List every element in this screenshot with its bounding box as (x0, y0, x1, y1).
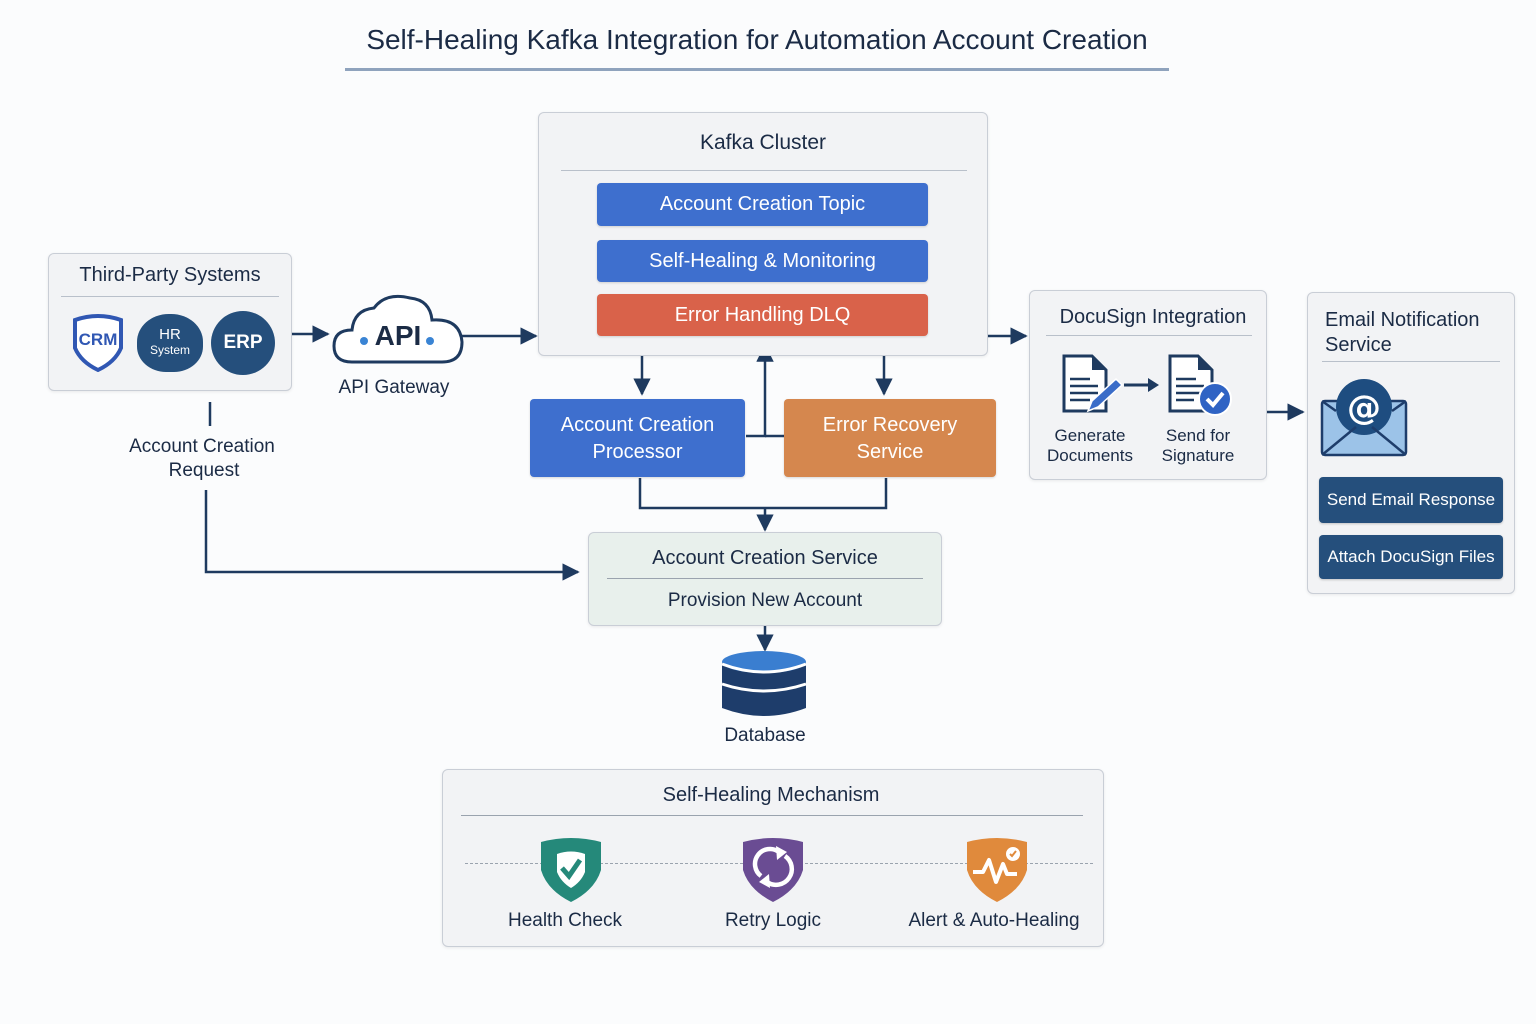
error-recovery-service[interactable]: Error Recovery Service (784, 399, 996, 477)
title-underline (345, 68, 1169, 71)
step-generate-line2: Documents (1047, 446, 1133, 465)
request-label-line2: Request (168, 460, 240, 481)
email-title-line2: Service (1325, 334, 1392, 356)
database-label: Database (724, 725, 806, 746)
arrow-request-to-service (204, 490, 580, 581)
alert-auto-healing-label: Alert & Auto-Healing (908, 910, 1080, 931)
step-arrow-icon (1124, 378, 1159, 392)
account-service-subtitle: Provision New Account (667, 590, 863, 611)
merge-line (638, 478, 888, 510)
third-party-divider (61, 296, 279, 297)
document-check-icon (1166, 353, 1236, 417)
api-gateway-label: API Gateway (338, 377, 450, 398)
self-healing-title: Self-Healing Mechanism (662, 784, 880, 806)
erp-circle-icon[interactable]: ERP (211, 311, 275, 375)
kafka-topic-self-healing[interactable]: Self-Healing & Monitoring (597, 240, 928, 282)
third-party-title: Third-Party Systems (79, 264, 261, 286)
self-healing-divider (461, 815, 1083, 816)
attach-docusign-files-button[interactable]: Attach DocuSign Files (1319, 535, 1503, 579)
arrow-feedback-to-kafka (746, 344, 774, 438)
processor-line2: Processor (592, 441, 683, 463)
kafka-divider (561, 170, 967, 171)
send-email-response-button[interactable]: Send Email Response (1319, 477, 1503, 523)
recovery-line2: Service (856, 441, 924, 463)
self-healing-mechanism-panel[interactable]: Self-Healing Mechanism Health Check Retr… (442, 769, 1104, 947)
hr-system-icon[interactable]: HR System (137, 314, 203, 372)
hr-label: HR (159, 326, 181, 343)
email-notification-panel[interactable]: Email Notification Service @ Send Email … (1307, 292, 1515, 594)
retry-icon (739, 834, 807, 904)
email-divider (1322, 361, 1500, 362)
alert-pulse-icon (963, 834, 1031, 904)
retry-logic-label: Retry Logic (724, 910, 822, 931)
erp-label: ERP (223, 332, 263, 353)
diagram-title: Self-Healing Kafka Integration for Autom… (366, 24, 1148, 55)
step-generate-line1: Generate (1054, 426, 1126, 445)
docusign-divider (1046, 335, 1252, 336)
account-creation-service-panel[interactable]: Account Creation Service Provision New A… (588, 532, 942, 626)
database-icon[interactable] (720, 650, 808, 720)
step-sign-line1: Send for (1165, 426, 1231, 445)
processor-line1: Account Creation (560, 414, 715, 436)
api-gateway-cloud-icon[interactable]: API (330, 290, 466, 368)
crm-label: CRM (78, 330, 118, 349)
crm-shield-icon[interactable]: CRM (69, 312, 127, 373)
svg-text:@: @ (1347, 388, 1381, 428)
kafka-title: Kafka Cluster (699, 131, 827, 154)
account-creation-processor[interactable]: Account Creation Processor (530, 399, 745, 477)
third-party-systems-panel[interactable]: Third-Party Systems CRM HR System ERP (48, 253, 292, 391)
kafka-topic-dlq[interactable]: Error Handling DLQ (597, 294, 928, 336)
docusign-title: DocuSign Integration (1059, 306, 1247, 328)
email-title-line1: Email Notification (1325, 309, 1480, 331)
recovery-line1: Error Recovery (822, 414, 958, 436)
account-service-divider (607, 578, 923, 579)
step-sign-line2: Signature (1161, 446, 1235, 465)
email-at-icon: @ (1320, 377, 1410, 457)
document-edit-icon (1058, 353, 1128, 417)
shield-check-icon (537, 834, 605, 904)
request-label-line1: Account Creation (129, 436, 275, 457)
docusign-integration-panel[interactable]: DocuSign Integration Generate Documents … (1029, 290, 1267, 480)
hr-sublabel: System (149, 343, 190, 357)
api-cloud-text: API (374, 320, 422, 351)
health-check-label: Health Check (507, 910, 623, 931)
kafka-topic-account-creation[interactable]: Account Creation Topic (597, 183, 928, 226)
account-service-title: Account Creation Service (652, 547, 878, 569)
